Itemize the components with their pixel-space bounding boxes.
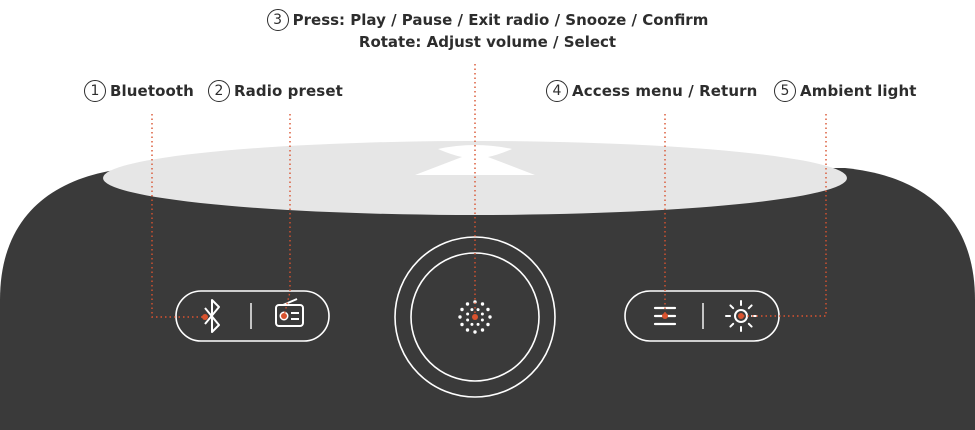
bluetooth-icon[interactable] [204, 299, 220, 333]
callout-label: Ambient light [800, 82, 917, 100]
knob-dot [488, 315, 492, 319]
callout-label: Access menu / Return [572, 82, 758, 100]
radio-icon[interactable] [275, 298, 304, 327]
callout-number: 4 [546, 80, 568, 102]
knob-dot [460, 322, 464, 327]
callout-label-secondary: Rotate: Adjust volume / Select [358, 33, 617, 51]
knob-dot [466, 312, 470, 316]
knob-dot [476, 308, 480, 312]
callout-label: Bluetooth [110, 82, 194, 100]
knob-dot [465, 328, 470, 332]
callout-number: 3 [266, 9, 289, 31]
knob-outer-ring[interactable] [394, 236, 556, 398]
callout-knob: 3 Press: Play / Pause / Exit radio / Sno… [0, 9, 975, 51]
leader-dot-radio [281, 313, 287, 319]
left-button-pill[interactable] [175, 290, 330, 342]
leader-dot-knob [472, 314, 478, 320]
callout-number: 5 [774, 80, 796, 102]
knob-dot [486, 322, 490, 327]
leader-line-radio [283, 114, 291, 317]
knob-dot [470, 308, 474, 312]
sun-icon[interactable] [725, 300, 757, 332]
knob-dot [480, 318, 484, 322]
callout-label: Radio preset [234, 82, 343, 100]
knob-dot [486, 307, 490, 312]
callout-ambient-light: 5 Ambient light [774, 80, 917, 102]
callout-bluetooth: 1 Bluetooth [84, 80, 194, 102]
knob-dot [473, 300, 477, 304]
knob-dot [480, 328, 485, 332]
dot-ring-icon [458, 300, 492, 334]
device-body [0, 168, 975, 430]
callout-menu: 4 Access menu / Return [546, 80, 757, 102]
knob-dot [465, 302, 470, 306]
callout-radio-preset: 2 Radio preset [208, 80, 343, 102]
knob-dot [466, 318, 470, 322]
knob-dot [473, 330, 477, 334]
leader-dot-menu [662, 313, 668, 319]
leader-line-bluetooth [151, 114, 205, 318]
callout-number: 1 [84, 80, 106, 102]
callout-label: Press: Play / Pause / Exit radio / Snooz… [292, 11, 709, 29]
knob-dot [480, 312, 484, 316]
knob-dot [460, 307, 464, 312]
knob-dot [470, 322, 474, 326]
knob-dot [480, 302, 485, 306]
knob-dot [476, 322, 480, 326]
leader-dot-light [738, 313, 744, 319]
callout-number: 2 [208, 80, 230, 102]
leader-dot-bluetooth [202, 314, 208, 320]
knob-dot [458, 315, 462, 319]
